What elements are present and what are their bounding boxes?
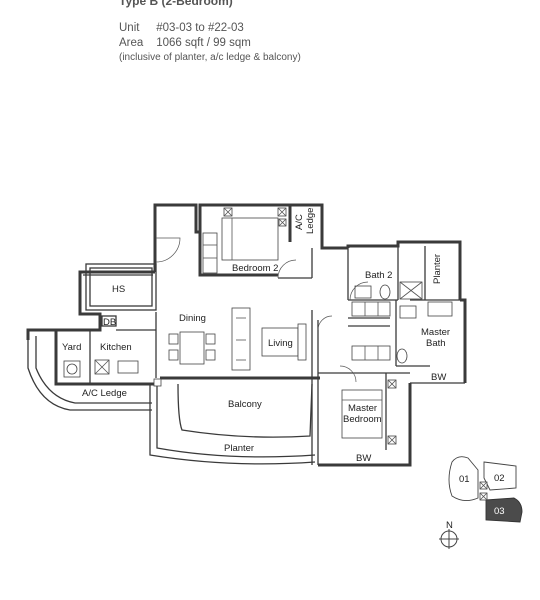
ac-ledge-top-line2: Ledge xyxy=(305,208,316,234)
living-label: Living xyxy=(268,338,293,349)
planter-right-label: Planter xyxy=(432,254,443,284)
area-note: (inclusive of planter, a/c ledge & balco… xyxy=(119,52,301,63)
keyplan-unit-03 xyxy=(485,497,523,523)
ac-ledge-bottom-label: A/C Ledge xyxy=(82,388,127,399)
unit-value: #03-03 to #22-03 xyxy=(156,22,244,34)
area-value: 1066 sqft / 99 sqm xyxy=(156,37,251,49)
room-labels: HS DB Yard Kitchen A/C Ledge Dining Livi… xyxy=(62,208,450,464)
keyplan-03-label: 03 xyxy=(494,506,505,517)
north-arrow-icon xyxy=(439,529,459,549)
bw-bottom-label: BW xyxy=(356,453,371,464)
master-bath-line1: Master xyxy=(421,327,450,338)
dining-label: Dining xyxy=(179,313,206,324)
planter-bottom-label: Planter xyxy=(224,443,254,454)
balcony-label: Balcony xyxy=(228,399,262,410)
area-label: Area xyxy=(119,37,144,49)
master-bedroom-line1: Master xyxy=(348,403,377,414)
outer-walls xyxy=(26,203,467,467)
db-label: DB xyxy=(103,317,116,328)
master-bath-line2: Bath xyxy=(426,338,446,349)
keyplan-02-label: 02 xyxy=(494,473,505,484)
keyplan-unit-02 xyxy=(483,461,517,491)
hs-label: HS xyxy=(112,284,125,295)
kitchen-label: Kitchen xyxy=(100,342,132,353)
master-bedroom-line2: Bedroom xyxy=(343,414,382,425)
keyplan-01-label: 01 xyxy=(459,474,470,485)
bedroom2-label: Bedroom 2 xyxy=(232,263,278,274)
doors xyxy=(155,237,369,383)
fixtures xyxy=(63,207,453,445)
bw-right-label: BW xyxy=(431,372,446,383)
north-label: N xyxy=(446,520,453,531)
key-plan: 01 02 03 N xyxy=(439,456,523,549)
interior-walls xyxy=(85,232,430,450)
area-row: Area 1066 sqft / 99 sqm xyxy=(119,37,251,49)
yard-label: Yard xyxy=(62,342,81,353)
bath2-label: Bath 2 xyxy=(365,270,392,281)
unit-label: Unit xyxy=(119,22,140,34)
floorplan-title: Type B (2-Bedroom) xyxy=(119,0,233,8)
unit-row: Unit #03-03 to #22-03 xyxy=(119,22,244,34)
keyplan-unit-01 xyxy=(448,456,479,501)
ac-ledge-top-line1: A/C xyxy=(294,214,305,230)
